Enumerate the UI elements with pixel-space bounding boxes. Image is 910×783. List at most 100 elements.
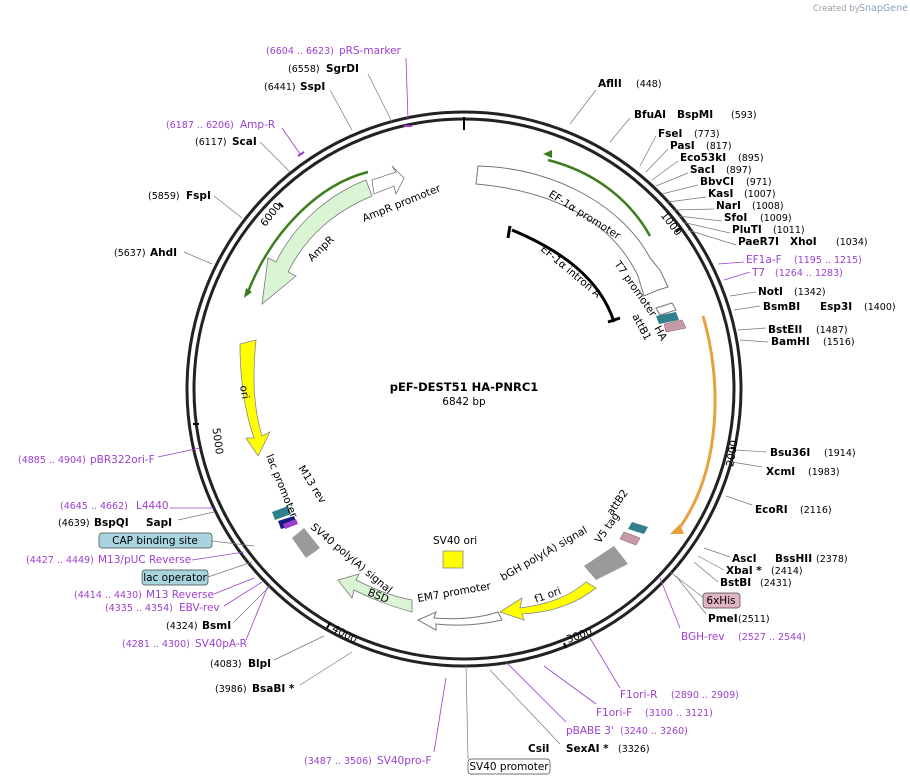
enzyme-pasi[interactable]: PasI [670,140,695,152]
primer-f1ori-r[interactable]: F1ori-R [620,689,657,701]
feature-label-bgh-polya: bGH poly(A) signal [499,524,590,583]
enzyme-sspi[interactable]: SspI [300,81,325,93]
enzyme-xcmi[interactable]: XcmI [766,466,795,478]
enzyme-kasi-pos: (1007) [744,189,776,200]
primer-sv40pa-r[interactable]: SV40pA-R [195,638,247,650]
primer-f1ori-r-range: (2890 .. 2909) [671,690,739,701]
feature-em7-promoter[interactable] [416,611,503,631]
enzyme-bstbi[interactable]: BstBI [720,577,751,589]
enzyme-bsabi[interactable]: BsaBI * [252,683,295,695]
feature-ampr-promoter[interactable] [371,165,405,196]
box-lac-operator-label: lac operator [143,572,207,584]
primer-amp-r[interactable]: Amp-R [240,119,275,131]
enzyme-ecori[interactable]: EcoRI [755,504,788,516]
enzyme-blpi[interactable]: BlpI [248,658,271,670]
feature-ori[interactable] [239,339,271,457]
primer-ebv-rev[interactable]: EBV-rev [179,602,220,614]
primer-pbr322ori-f[interactable]: pBR322ori-F [90,454,155,466]
feature-attb2[interactable] [628,522,648,534]
box-cap-binding-site[interactable] [98,532,213,549]
primer-group: (6604 .. 6623) pRS-marker (6187 .. 6206)… [18,45,862,767]
feature-label-em7-promoter: EM7 promoter [416,580,492,605]
feature-ampr[interactable] [261,179,373,305]
enzyme-ahdi[interactable]: AhdI [150,247,177,259]
enzyme-blpi-pos: (4083) [210,659,242,670]
enzyme-bspqi[interactable]: BspQI [94,517,129,529]
box-6xhis[interactable] [702,592,741,609]
feature-line-green-left-head [244,288,252,298]
enzyme-fsei[interactable]: FseI [658,128,682,140]
tick-label-4000: 4000 [330,623,359,646]
primer-m13-reverse[interactable]: M13 Reverse [146,589,214,601]
feature-t7-promoter[interactable] [655,302,677,316]
box-sv40-promoter[interactable] [467,758,551,775]
feature-bsd[interactable] [337,573,413,613]
primer-bgh-rev[interactable]: BGH-rev [681,631,725,643]
enzyme-sfoi[interactable]: SfoI [724,212,747,224]
enzyme-nari[interactable]: NarI [716,200,741,212]
enzyme-eco53ki[interactable]: Eco53kI [680,152,726,164]
enzyme-xhoi[interactable]: XhoI [790,236,817,248]
tick-label-3000: 3000 [565,626,594,646]
primer-prs-marker[interactable]: pRS-marker [339,45,402,57]
enzyme-pmei[interactable]: PmeI [708,613,738,625]
enzyme-aflii[interactable]: AflII [598,78,622,90]
enzyme-bsshii[interactable]: BssHII [775,553,812,565]
enzyme-csii[interactable]: CsiI [528,743,549,755]
enzyme-xbai[interactable]: XbaI * [726,565,762,577]
enzyme-bsteii[interactable]: BstEII [768,324,802,336]
feature-attb1[interactable] [656,312,679,324]
feature-ef1a-intron-a[interactable] [511,228,616,323]
enzyme-pasi-pos: (817) [706,141,732,152]
enzyme-pluti-pos: (1011) [773,225,805,236]
feature-bgh-polya[interactable] [584,546,628,580]
enzyme-bamhi[interactable]: BamHI [771,336,810,348]
enzyme-asci[interactable]: AscI [732,553,757,565]
enzyme-eco53ki-pos: (895) [738,153,764,164]
feature-m13-rev-mark [272,506,291,520]
enzyme-sapi[interactable]: SapI [146,517,172,529]
primer-l4440-range: (4645 .. 4662) [60,501,128,512]
feature-ef1a-intron-a-end [607,316,621,324]
enzyme-bsu36i[interactable]: Bsu36I [770,447,810,459]
enzyme-noti[interactable]: NotI [758,286,783,298]
enzyme-saci[interactable]: SacI [690,164,715,176]
feature-sv40-polya[interactable] [292,528,320,558]
box-lac-operator[interactable] [141,569,209,586]
enzyme-esp3i[interactable]: Esp3I [820,301,852,313]
feature-ef1a-promoter[interactable] [475,165,669,297]
primer-f1ori-f[interactable]: F1ori-F [596,707,632,719]
enzyme-sfoi-pos: (1009) [760,213,792,224]
primer-sv40pro-f[interactable]: SV40pro-F [377,755,431,767]
enzyme-bspmi[interactable]: BspMI [677,109,713,121]
enzyme-fspi[interactable]: FspI [186,190,211,202]
feature-f1-ori[interactable] [499,581,597,621]
enzyme-sgrdi[interactable]: SgrDI [326,63,359,75]
feature-orf-orange[interactable] [676,315,717,531]
primer-m13-puc-reverse[interactable]: M13/pUC Reverse [98,554,191,566]
tick-6000 [278,202,284,208]
enzyme-bsmi[interactable]: BsmI [202,620,231,632]
enzyme-sspi-pos: (6441) [264,82,296,93]
feature-sv40-ori[interactable] [442,550,464,569]
enzyme-bbvci[interactable]: BbvCI [700,176,734,188]
feature-line-green-top-head [543,150,552,158]
enzyme-scai[interactable]: ScaI [232,136,257,148]
enzyme-pluti[interactable]: PluTI [732,224,762,236]
enzyme-group-right: AflII (448) BfuAI BspMI (593) FseI (773)… [569,78,896,625]
feature-ef1a-intron-a-start [506,225,512,239]
plasmid-length: 6842 bp [442,396,486,408]
enzyme-bsmbi[interactable]: BsmBI [763,301,800,313]
feature-ha[interactable] [663,319,687,333]
primer-t7[interactable]: T7 [751,267,765,279]
enzyme-sexai[interactable]: SexAI * [566,743,609,755]
primer-pbabe3[interactable]: pBABE 3' [566,725,614,737]
feature-orf-orange-head [670,524,684,534]
enzyme-paer7i[interactable]: PaeR7I [738,236,779,248]
enzyme-bfuai[interactable]: BfuAI [634,109,666,121]
enzyme-kasi[interactable]: KasI [708,188,733,200]
primer-l4440[interactable]: L4440 [136,500,169,512]
enzyme-bfuai-pos: (593) [731,110,757,121]
primer-ef1a-f[interactable]: EF1a-F [746,254,782,266]
